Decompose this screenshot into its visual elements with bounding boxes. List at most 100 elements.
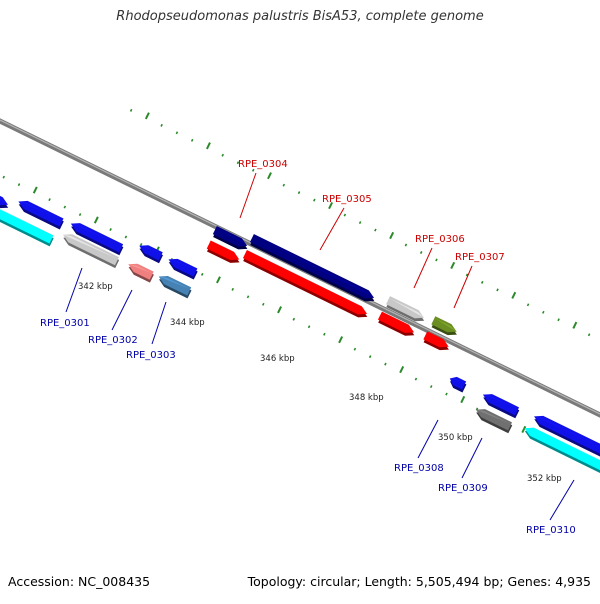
gene-feature — [206, 240, 240, 263]
gene-label-rpe0304: RPE_0304 — [238, 159, 288, 219]
scale-tick — [129, 108, 133, 112]
gene-name: RPE_0302 — [88, 335, 138, 346]
scale-tick — [389, 231, 395, 240]
gene-name: RPE_0307 — [455, 252, 505, 263]
scale-tick — [368, 355, 372, 359]
scale-label: 350 kbp — [438, 433, 473, 443]
gene-feature — [242, 250, 368, 318]
scale-tick — [144, 112, 150, 120]
gene-feature — [482, 394, 520, 419]
scale-tick — [587, 333, 591, 337]
gene-feature-rpe0304 — [212, 226, 248, 250]
scale-tick — [429, 385, 433, 389]
scale-tick — [414, 377, 418, 381]
scale-tick — [496, 288, 499, 292]
gene-label-rpe0308: RPE_0308 — [394, 419, 444, 474]
leader-line — [319, 207, 345, 251]
gene-label-rpe0301: RPE_0301 — [40, 267, 90, 329]
scale-label: 348 kbp — [349, 393, 384, 403]
scale-tick — [78, 213, 82, 217]
scale-tick — [328, 202, 334, 210]
scale-tick — [251, 168, 255, 172]
scale-tick — [526, 303, 530, 307]
scale-tick — [267, 172, 272, 180]
gene-feature — [0, 183, 9, 209]
gene-feature-rpe0302 — [128, 263, 154, 283]
scale-tick — [262, 302, 265, 306]
scale-tick — [2, 175, 6, 179]
scale-tick — [460, 395, 466, 404]
scale-tick — [343, 213, 347, 217]
outer-scale-ticks — [129, 108, 591, 337]
scale-tick — [216, 276, 221, 284]
gene-label-rpe0307: RPE_0307 — [453, 252, 505, 309]
scale-tick — [307, 325, 311, 329]
gene-name: RPE_0308 — [394, 463, 444, 474]
gene-name: RPE_0305 — [322, 194, 372, 205]
gene-feature-rpe0301 — [63, 234, 120, 269]
gene-name: RPE_0306 — [415, 234, 465, 245]
gene-feature-rpe0303 — [158, 275, 192, 299]
leader-line — [461, 437, 483, 479]
scale-label: 346 kbp — [260, 354, 295, 364]
scale-tick — [557, 318, 560, 322]
scale-tick — [450, 261, 456, 269]
scale-label: 342 kbp — [78, 282, 113, 292]
scale-tick — [190, 138, 194, 142]
gene-name: RPE_0304 — [238, 159, 288, 170]
scale-tick — [542, 310, 545, 314]
scale-tick — [200, 272, 204, 276]
scale-tick — [109, 228, 112, 231]
scale-tick — [297, 191, 301, 195]
scale-label: 352 kbp — [527, 474, 562, 484]
scale-tick — [399, 366, 405, 374]
gene-name: RPE_0301 — [40, 318, 90, 329]
gene-feature — [0, 208, 54, 247]
scale-tick — [292, 317, 296, 321]
gene-feature — [139, 245, 164, 264]
gene-name: RPE_0309 — [438, 483, 488, 494]
leader-line — [453, 265, 473, 309]
leader-line — [151, 301, 167, 345]
gene-feature — [423, 331, 449, 351]
scale-tick — [17, 183, 21, 187]
scale-tick — [221, 153, 224, 157]
scale-tick — [282, 183, 286, 187]
gene-feature — [534, 415, 600, 459]
gene-feature-rpe0310 — [524, 427, 600, 475]
gene-feature — [70, 223, 124, 256]
scale-tick — [404, 243, 408, 247]
scale-tick — [63, 205, 67, 209]
gene-feature — [377, 311, 415, 336]
leader-line — [111, 289, 133, 331]
scale-tick — [48, 198, 51, 202]
topology-text: Topology: circular; Length: 5,505,494 bp… — [247, 574, 591, 589]
scale-tick — [521, 425, 527, 433]
gene-name: RPE_0303 — [126, 350, 176, 361]
gene-label-rpe0305: RPE_0305 — [319, 194, 372, 251]
gene-feature-rpe0307 — [431, 316, 457, 336]
gene-feature — [449, 376, 467, 393]
leader-line — [239, 172, 257, 219]
scale-tick — [435, 258, 438, 262]
scale-tick — [465, 273, 469, 277]
leader-line — [413, 247, 433, 289]
scale-tick — [323, 332, 326, 336]
scale-tick — [175, 131, 179, 135]
scale-tick — [480, 280, 484, 284]
scale-tick — [384, 362, 387, 366]
scale-tick — [419, 251, 423, 254]
gene-name: RPE_0310 — [526, 525, 576, 536]
scale-tick — [572, 321, 578, 329]
map-title: Rhodopseudomonas palustris BisA53, compl… — [116, 9, 484, 24]
gene-label-rpe0306: RPE_0306 — [413, 234, 465, 289]
scale-tick — [511, 291, 517, 299]
scale-tick — [338, 336, 344, 344]
scale-tick — [32, 186, 38, 194]
scale-tick — [93, 216, 99, 224]
scale-tick — [246, 295, 250, 299]
scale-tick — [445, 392, 448, 396]
scale-tick — [277, 306, 282, 314]
